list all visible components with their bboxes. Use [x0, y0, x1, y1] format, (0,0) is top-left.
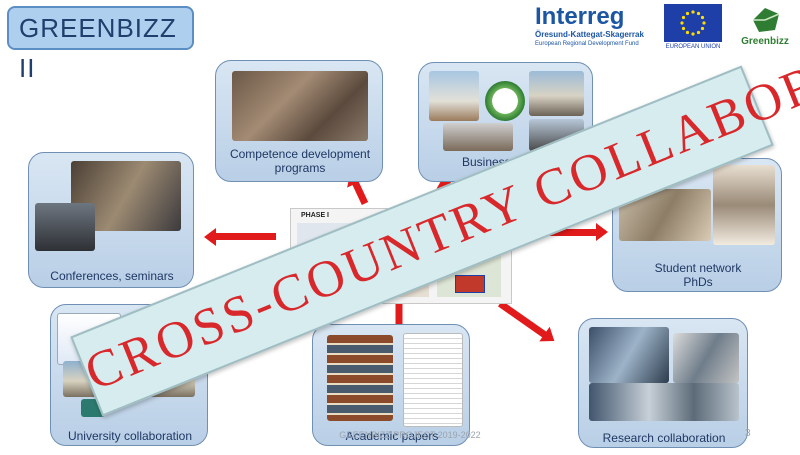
- interreg-wordmark: Interreg: [535, 3, 625, 30]
- circular-economy-diagram: [485, 81, 525, 121]
- building-photo-2: [529, 71, 584, 116]
- page-number: 3: [745, 428, 751, 439]
- eu-flag-icon: [664, 4, 722, 42]
- card-label-student: Student network PhDs: [654, 261, 742, 289]
- building-photo-3: [443, 123, 513, 151]
- card-label-competence: Competence development programs: [229, 147, 371, 175]
- research-lab-photo-1: [589, 327, 669, 383]
- card-label-conferences: Conferences, seminars: [50, 269, 174, 283]
- eu-label: EUROPEAN UNION: [665, 44, 721, 50]
- card-conferences: Conferences, seminars: [28, 152, 194, 288]
- eu-flag-logo: EUROPEAN UNION: [660, 4, 726, 52]
- greenbizz-logo: Greenbizz: [735, 4, 795, 52]
- research-lab-photo-2: [673, 333, 739, 383]
- arrow-to-student: [520, 223, 608, 241]
- lecture-hall-photo: [232, 71, 368, 141]
- card-label-university: University collaboration: [67, 429, 193, 443]
- papers-stack-photo: [403, 333, 463, 427]
- interreg-region: Öresund-Kattegat-Skagerrak: [535, 30, 644, 39]
- phase-label: PHASE I: [301, 212, 330, 219]
- card-research: Research collaboration: [578, 318, 748, 448]
- card-academic-papers: Academic papers: [312, 324, 470, 446]
- interreg-logo: Interreg Öresund-Kattegat-Skagerrak Euro…: [535, 4, 665, 50]
- conference-photo-2: [35, 203, 95, 251]
- phase-image-red: [455, 275, 485, 293]
- page-title: GREENBIZZ II: [7, 6, 194, 83]
- card-competence-development: Competence development programs: [215, 60, 383, 182]
- book-stack-photo: [327, 335, 393, 421]
- arrow-to-conferences: [214, 233, 276, 240]
- building-photo-1: [429, 71, 479, 121]
- arrow-to-competence: [351, 180, 369, 205]
- students-photo-2: [713, 165, 775, 245]
- card-label-research: Research collaboration: [602, 431, 726, 445]
- arrow-to-research: [497, 300, 548, 339]
- footer-watermark: GREENBIZZ PROJECT 2019-2022: [339, 430, 481, 440]
- greenbizz-leaf-icon: [753, 8, 780, 32]
- card-label-academic: Academic papers: [345, 429, 439, 443]
- interreg-fund: European Regional Development Fund: [535, 41, 639, 47]
- research-lab-photo-3: [589, 383, 739, 421]
- greenbizz-logo-text: Greenbizz: [741, 36, 789, 47]
